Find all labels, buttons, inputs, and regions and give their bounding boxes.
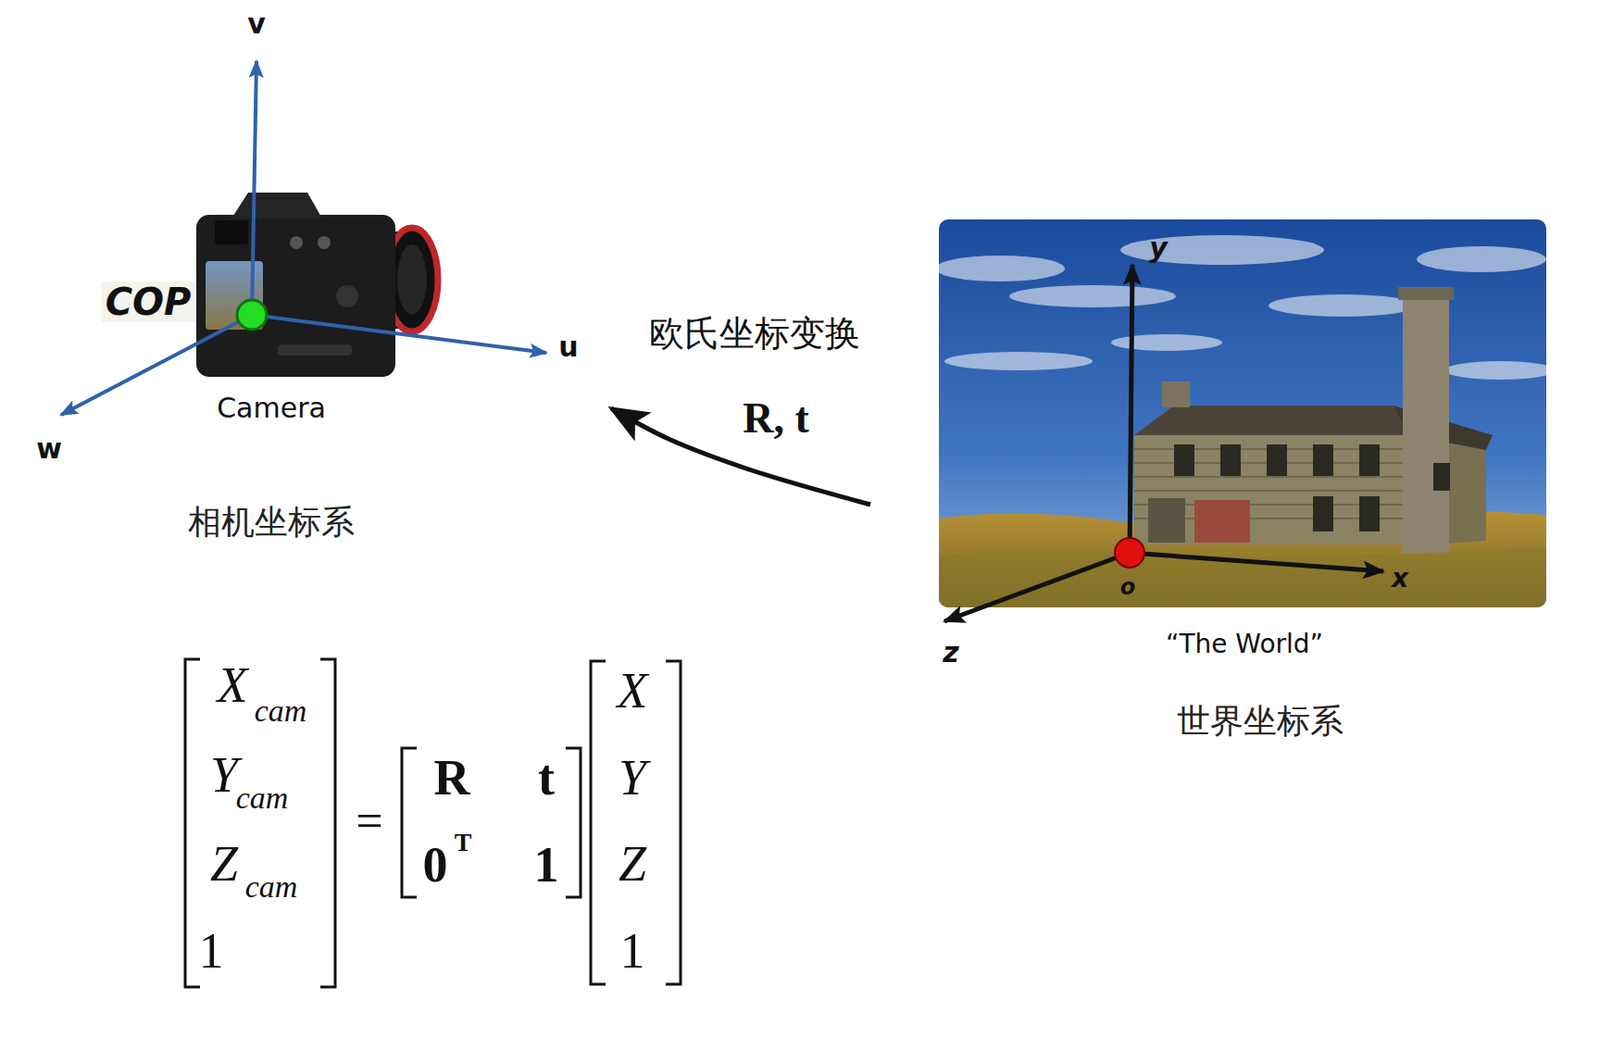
matrix-entry: Z bbox=[618, 838, 647, 889]
matrix-entry: 1 bbox=[199, 925, 225, 976]
art-part bbox=[1220, 444, 1241, 476]
coordinate-system: 世界坐标系 bbox=[870, 219, 1582, 741]
art-part bbox=[231, 192, 323, 219]
axis-label: Camera bbox=[216, 394, 326, 423]
axis-label: z bbox=[942, 638, 959, 667]
art-part bbox=[1120, 235, 1325, 265]
matrix-entry: X bbox=[217, 660, 249, 711]
matrix-brackets bbox=[185, 659, 681, 988]
system-heading: 相机坐标系 bbox=[187, 501, 355, 542]
art-part bbox=[1359, 444, 1380, 476]
axis-label: x bbox=[1391, 565, 1409, 592]
camera-axes bbox=[61, 61, 547, 415]
art-part bbox=[317, 236, 331, 250]
matrix-entry: R bbox=[434, 752, 471, 803]
art-part bbox=[1009, 285, 1176, 308]
world-photo bbox=[938, 219, 1547, 608]
axis-label: y bbox=[1149, 234, 1168, 263]
art-part bbox=[1312, 444, 1334, 476]
matrix-entry: Y bbox=[618, 752, 647, 803]
axis-label: o bbox=[1120, 575, 1137, 599]
matrix-entry: cam bbox=[245, 871, 299, 903]
world-axes bbox=[944, 264, 1384, 622]
matrix-entry: Y bbox=[210, 750, 238, 800]
art-part bbox=[1402, 294, 1450, 554]
art-part bbox=[185, 659, 200, 988]
art-part bbox=[1266, 444, 1288, 476]
art-part bbox=[289, 236, 303, 250]
art-part bbox=[1134, 435, 1408, 545]
matrix-entry: 0 bbox=[423, 839, 449, 890]
coordinate-system: 相机坐标系 bbox=[0, 0, 612, 542]
art-part bbox=[401, 748, 417, 898]
art-part bbox=[1398, 287, 1454, 300]
cop-dot bbox=[237, 300, 267, 330]
matrix-entry: 1 bbox=[534, 839, 560, 890]
art-part bbox=[320, 659, 336, 988]
matrix-entry: = bbox=[355, 797, 383, 846]
art-part bbox=[938, 548, 1547, 608]
art-part bbox=[665, 661, 681, 985]
art-part bbox=[1134, 475, 1408, 478]
art-part bbox=[1359, 496, 1380, 532]
axis-label: 欧氏坐标变换 bbox=[649, 315, 861, 351]
art-part bbox=[944, 552, 1130, 622]
art-part bbox=[1162, 381, 1190, 408]
axis-label: w bbox=[36, 435, 63, 463]
matrix-entry: t bbox=[537, 752, 555, 803]
art-part bbox=[1129, 552, 1384, 572]
art-part bbox=[590, 661, 606, 985]
art-part bbox=[1174, 444, 1195, 476]
matrix-entry: cam bbox=[236, 782, 289, 814]
art-part bbox=[1433, 462, 1450, 491]
art-part bbox=[938, 235, 1547, 380]
art-part bbox=[1148, 498, 1186, 543]
art-part bbox=[1194, 500, 1250, 543]
art-part bbox=[1129, 264, 1133, 553]
art-part bbox=[277, 344, 352, 356]
art-part bbox=[1312, 496, 1334, 532]
art-part bbox=[944, 351, 1093, 371]
art-part bbox=[1444, 361, 1547, 380]
axis-label: “The World” bbox=[1165, 631, 1324, 658]
art-part bbox=[251, 61, 257, 315]
axis-label: u bbox=[558, 333, 578, 362]
matrix-entry: T bbox=[454, 829, 473, 856]
art-part bbox=[214, 220, 249, 245]
art-part bbox=[938, 255, 1065, 282]
matrix-entry: X bbox=[617, 665, 649, 716]
art-part bbox=[251, 314, 547, 353]
art-part bbox=[1134, 489, 1408, 492]
art-part bbox=[1416, 246, 1547, 273]
matrix-entry: 1 bbox=[620, 925, 646, 976]
matrix-entry: cam bbox=[254, 695, 308, 727]
system-heading: 世界坐标系 bbox=[1176, 700, 1344, 741]
art-part bbox=[336, 285, 359, 308]
art-part bbox=[196, 214, 396, 377]
camera-illustration bbox=[196, 192, 438, 377]
matrix-entry: Z bbox=[210, 838, 238, 889]
art-part bbox=[1134, 405, 1413, 436]
edge-label: R, t bbox=[738, 397, 813, 440]
art-part bbox=[1111, 334, 1223, 351]
art-part bbox=[1268, 294, 1417, 317]
art-part bbox=[397, 244, 427, 315]
axis-label: COP bbox=[101, 281, 196, 323]
axis-label: v bbox=[247, 10, 266, 38]
art-part bbox=[565, 748, 581, 898]
origin-dot bbox=[1114, 537, 1145, 568]
